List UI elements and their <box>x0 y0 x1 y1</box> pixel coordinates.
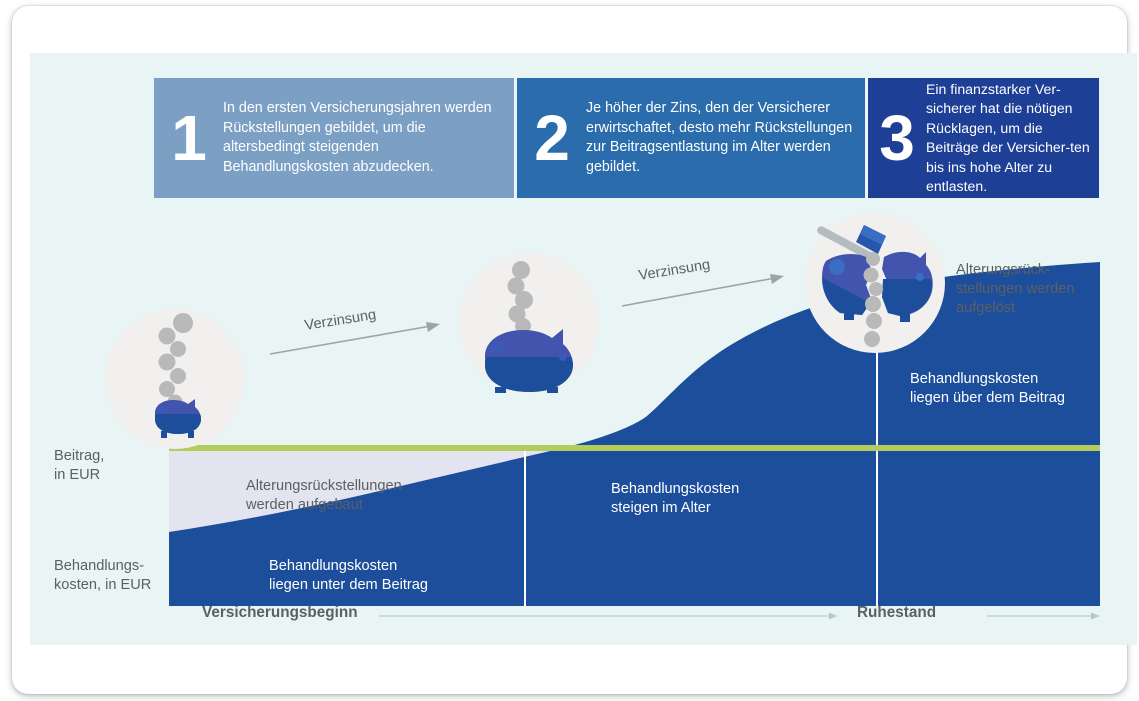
card-surface: 1 In den ersten Versicherungsjahren werd… <box>12 6 1137 694</box>
piggy-fragment-right <box>882 251 933 322</box>
arrow-shaft <box>269 325 432 355</box>
axis-arrow-left <box>829 612 837 620</box>
info-box-1-text: In den ersten Versicherungsjahren werden… <box>223 100 492 175</box>
contribution-line <box>169 445 1100 451</box>
piggy-bank-filling-large-icon <box>459 253 599 398</box>
x-axis-label-end: Ruhestand <box>857 604 937 621</box>
arrow-head <box>770 274 784 284</box>
info-box-3: 3 Ein finanzstarker Ver-sicherer hat die… <box>868 78 1099 198</box>
chart-label-costs-rise: Behandlungskosten steigen im Alter <box>611 481 740 516</box>
coin-stack-3 <box>863 252 883 347</box>
piggy-body-1 <box>155 399 201 438</box>
y-axis-label-beitrag: Beitrag, in EUR <box>54 448 105 483</box>
piggy-body-2 <box>485 329 573 398</box>
info-box-1: 1 In den ersten Versicherungsjahren werd… <box>154 78 514 198</box>
chart-label-costs-below: Behandlungskosten liegen unter dem Beitr… <box>269 558 429 593</box>
axis-arrow-right <box>1091 612 1100 620</box>
piggy-bank-filling-small-icon <box>105 309 245 454</box>
piggy-bank-broken-hammer-icon <box>800 209 950 364</box>
coin-stack-1 <box>158 313 193 410</box>
y-axis-label-behandlungskosten: Behandlungs- kosten, in EUR <box>54 558 152 593</box>
info-box-2-text: Je höher der Zins, den der Versicherer e… <box>586 100 853 175</box>
piggy-fragment-left <box>822 253 872 320</box>
info-box-2: 2 Je höher der Zins, den der Versicherer… <box>517 78 865 198</box>
x-axis-svg <box>379 612 1100 620</box>
info-box-2-number: 2 <box>534 102 570 174</box>
x-axis: Versicherungsbeginn Ruhestand <box>169 604 1100 632</box>
arrow-shaft <box>621 277 776 307</box>
info-box-1-number: 1 <box>171 102 207 174</box>
arrow-head <box>426 322 440 332</box>
info-box-3-text: Ein finanzstarker Ver-sicherer hat die n… <box>926 80 1090 195</box>
chart-label-reserves-released: Alterungsrück- stellungen werden aufgelö… <box>956 262 1075 316</box>
verzinsung-arrow-2: Verzinsung <box>620 254 800 319</box>
verzinsung-arrow-1: Verzinsung <box>268 302 448 367</box>
x-axis-label-start: Versicherungsbeginn <box>202 604 358 621</box>
info-box-3-number: 3 <box>879 102 915 174</box>
hammer-icon <box>817 225 886 260</box>
chart-label-reserves-build: Alterungsrückstellungen werden aufgebaut <box>246 478 402 513</box>
chart-label-costs-above: Behandlungskosten liegen über dem Beitra… <box>910 371 1065 406</box>
coin-stack-2 <box>507 261 533 334</box>
